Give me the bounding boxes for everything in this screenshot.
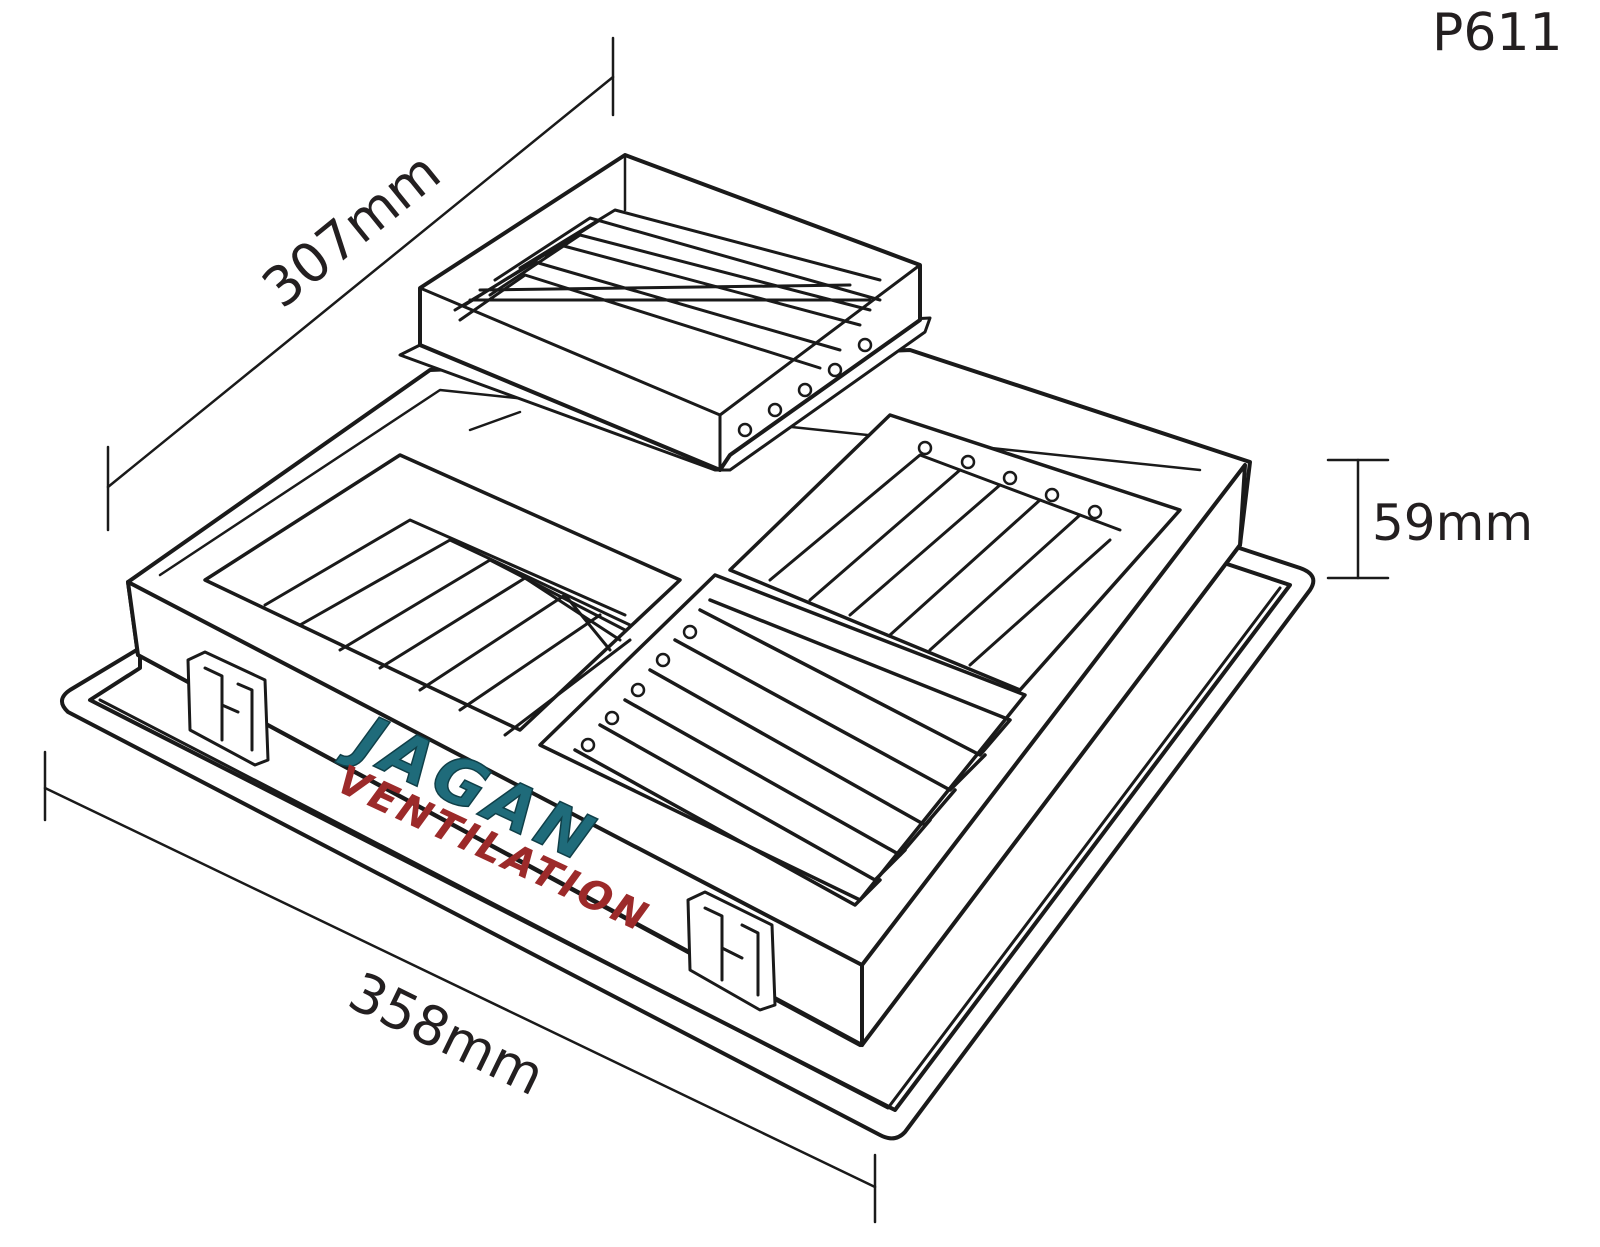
product-code: P611	[1432, 3, 1563, 63]
louvre-blades-back	[453, 208, 882, 370]
module-front-right	[538, 573, 1027, 907]
pivot-pins-back-right	[917, 440, 1103, 520]
dimension-height: 59mm	[1326, 458, 1533, 580]
mounting-clip-right	[686, 890, 777, 1012]
louvre-blades-front-left	[263, 518, 632, 737]
module-front-left	[203, 453, 682, 737]
pivot-pins-back	[737, 337, 873, 438]
louvre-blades-back-right	[768, 453, 1122, 667]
module-back	[398, 153, 932, 472]
pivot-pins-front-right	[580, 624, 698, 753]
module-back-right	[728, 413, 1182, 692]
dimension-height-label: 59mm	[1372, 494, 1533, 552]
mounting-clip-left	[186, 650, 270, 767]
louvre-blades-front-right	[573, 598, 1012, 907]
